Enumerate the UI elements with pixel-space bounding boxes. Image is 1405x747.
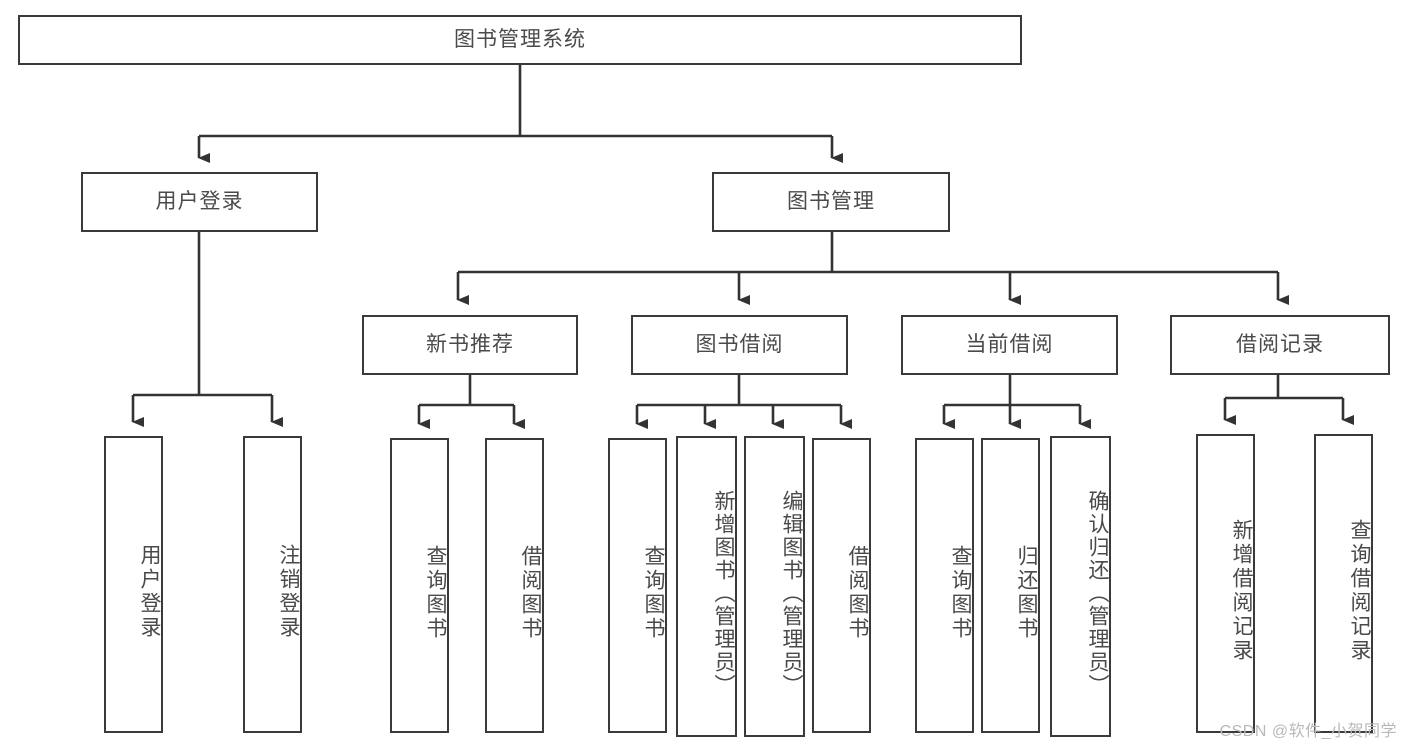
leaf-current-borrow-query[interactable]: 查询图书 [915,438,974,733]
node-borrow-record[interactable]: 借阅记录 [1170,315,1390,375]
node-new-book-recommend[interactable]: 新书推荐 [362,315,578,375]
leaf-user-login-login[interactable]: 用户登录 [104,436,163,733]
leaf-book-borrow-add-admin[interactable]: 新增图书（管理员） [676,436,737,737]
leaf-current-borrow-confirm-admin[interactable]: 确认归还（管理员） [1050,436,1111,737]
node-user-login[interactable]: 用户登录 [81,172,318,232]
leaf-book-borrow-borrow[interactable]: 借阅图书 [812,438,871,733]
watermark-text: CSDN @软件_小贺同学 [1219,723,1397,740]
leaf-user-login-logout[interactable]: 注销登录 [243,436,302,733]
leaf-book-borrow-edit-admin[interactable]: 编辑图书（管理员） [744,436,805,737]
leaf-current-borrow-return[interactable]: 归还图书 [981,438,1040,733]
leaf-new-book-borrow[interactable]: 借阅图书 [485,438,544,733]
node-book-borrow[interactable]: 图书借阅 [631,315,848,375]
leaf-new-book-query[interactable]: 查询图书 [390,438,449,733]
leaf-borrow-record-query[interactable]: 查询借阅记录 [1314,434,1373,733]
leaf-borrow-record-add[interactable]: 新增借阅记录 [1196,434,1255,733]
leaf-book-borrow-query[interactable]: 查询图书 [608,438,667,733]
node-current-borrow[interactable]: 当前借阅 [901,315,1118,375]
node-root[interactable]: 图书管理系统 [18,15,1022,65]
node-book-management[interactable]: 图书管理 [712,172,950,232]
